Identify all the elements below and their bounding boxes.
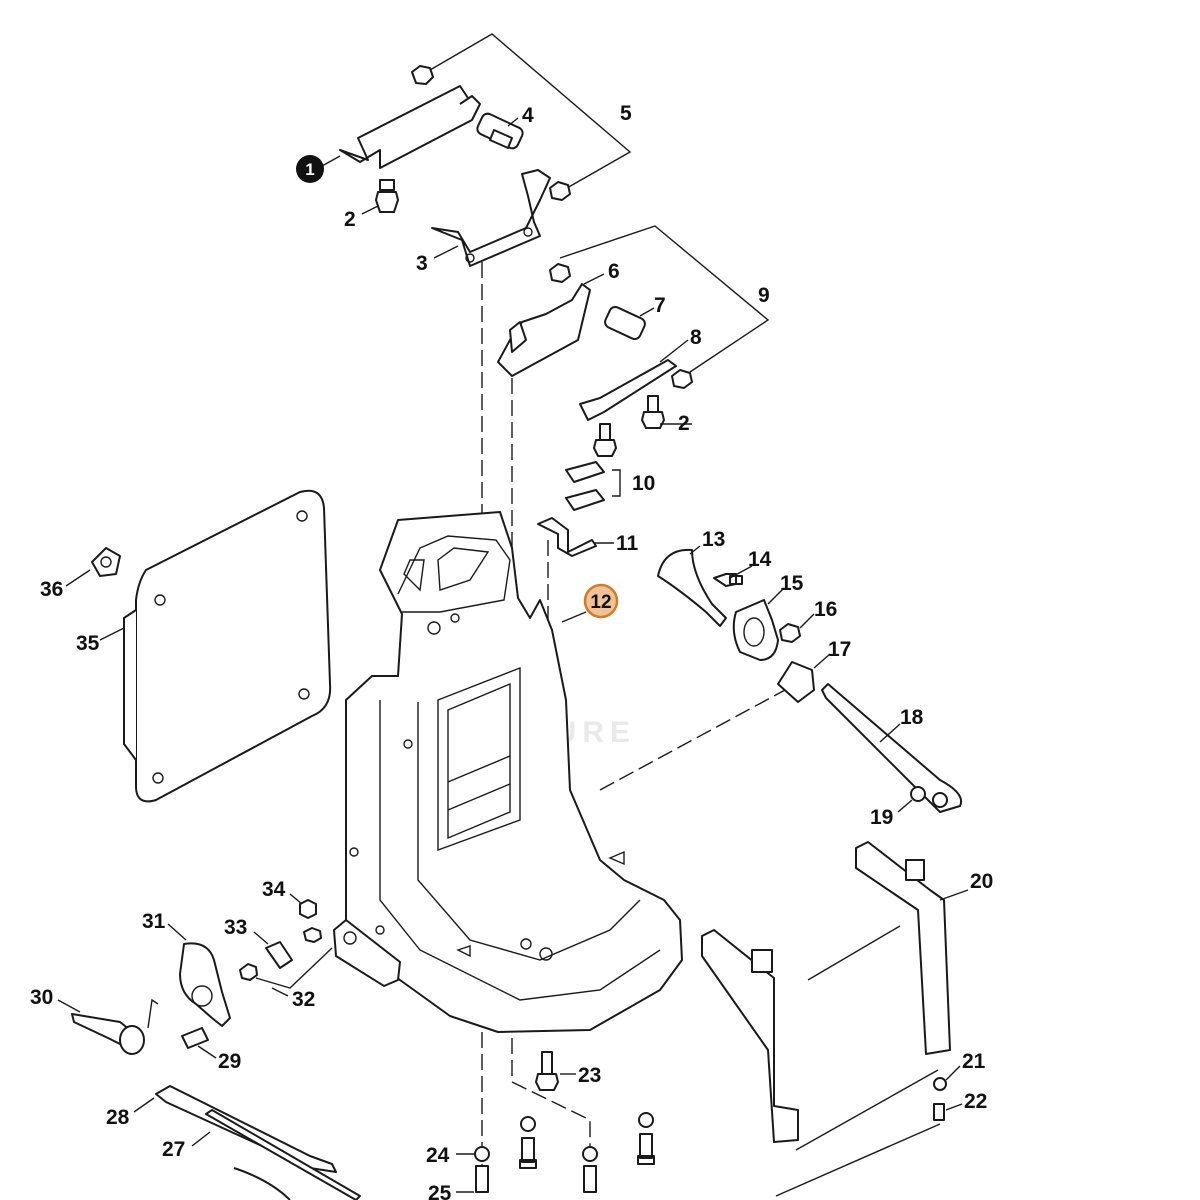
- washer-24a: [474, 1146, 490, 1162]
- callout-30: 30: [30, 986, 53, 1009]
- nut-32a: [239, 963, 258, 981]
- bolt-25a: [475, 1165, 489, 1193]
- bolt-29: [181, 1027, 209, 1049]
- callout-32: 32: [292, 988, 315, 1011]
- nut-6: [549, 263, 571, 283]
- bolt-2a: [375, 179, 399, 213]
- callout-15: 15: [780, 572, 804, 595]
- callout-22: 22: [964, 1090, 987, 1113]
- bolt-2b-right: [641, 395, 665, 429]
- clip-33: [265, 941, 293, 969]
- callout-20: 20: [970, 870, 993, 893]
- nut-32b: [303, 927, 322, 943]
- nut-8: [671, 369, 693, 389]
- callout-34: 34: [262, 878, 286, 901]
- callout-19: 19: [870, 806, 893, 829]
- leader-lines: [57, 117, 969, 1193]
- top-bracket-group: [339, 33, 632, 267]
- callout-13: 13: [702, 528, 725, 551]
- callout-11: 11: [616, 532, 639, 555]
- frame-12: [345, 511, 683, 1033]
- callout-9: 9: [758, 284, 770, 307]
- callout-29: 29: [218, 1050, 241, 1073]
- callout-23: 23: [578, 1064, 601, 1087]
- strap-20a: [701, 929, 799, 1143]
- callout-4: 4: [522, 104, 534, 127]
- callout-10: 10: [632, 472, 655, 495]
- callout-16: 16: [814, 598, 837, 621]
- bolt-2b-left: [593, 423, 617, 457]
- bracket-31: [179, 942, 231, 1027]
- callout-7: 7: [654, 294, 666, 317]
- strap-20b: [855, 841, 951, 1055]
- hose-18: [821, 683, 962, 813]
- ring-19b: [932, 792, 948, 808]
- plate-35: [135, 489, 332, 803]
- highlight-callout-12[interactable]: [583, 583, 619, 619]
- funnel-13: [657, 548, 727, 627]
- callout-3: 3: [416, 252, 428, 275]
- callout-31: 31: [142, 910, 166, 933]
- callout-2a: 2: [344, 208, 356, 231]
- bracket-1: [339, 85, 473, 169]
- back-plate-group: [91, 489, 332, 803]
- callout-8: 8: [690, 326, 702, 349]
- flange-15: [732, 599, 779, 661]
- nut-top: [411, 65, 434, 85]
- nut-34: [299, 899, 317, 919]
- callout-17: 17: [828, 638, 851, 661]
- callout-36: 36: [40, 578, 63, 601]
- washer-21: [933, 1077, 947, 1091]
- clip-36: [91, 547, 121, 577]
- callout-18: 18: [900, 706, 924, 729]
- callout-28: 28: [106, 1106, 130, 1129]
- bolt-22: [933, 1103, 945, 1121]
- callout-2b: 2: [678, 412, 690, 435]
- clip-11: [537, 517, 597, 557]
- main-frame: [333, 511, 683, 1033]
- plate-8: [579, 359, 677, 421]
- bolt-23: [535, 1051, 559, 1091]
- nozzle-17: [777, 661, 815, 703]
- rubber-10b: [565, 489, 605, 511]
- callout-21: 21: [962, 1050, 986, 1073]
- bolt-14: [713, 573, 743, 587]
- nut-5: [549, 181, 571, 201]
- callout-25: 25: [428, 1182, 452, 1200]
- lower-bolts-group: [474, 1051, 655, 1193]
- highlight-callout-12-label: 12: [590, 592, 611, 613]
- strap-group: [701, 841, 951, 1197]
- callout-14: 14: [748, 548, 772, 571]
- nut-16: [779, 623, 801, 643]
- callout-labels: 1 2 3 4 5 6 7 8 9 2 10 11 13 14 15 16 17…: [30, 102, 993, 1200]
- callout-5: 5: [620, 102, 632, 125]
- grommet-group: [537, 461, 621, 557]
- callout-33: 33: [224, 916, 247, 939]
- mid-bracket-group: [497, 225, 770, 457]
- callout-35: 35: [76, 632, 100, 655]
- ring-19a: [910, 786, 926, 802]
- marker-1-label: 1: [305, 160, 314, 179]
- callout-27: 27: [162, 1138, 185, 1161]
- fitting-7: [604, 305, 646, 341]
- marker-1: [296, 155, 324, 183]
- callout-6: 6: [608, 260, 620, 283]
- right-fittings-group: [657, 548, 962, 813]
- bracket-3: [431, 169, 551, 267]
- cable-27: [205, 1109, 361, 1200]
- lower-left-group: [71, 899, 361, 1200]
- rubber-10a: [565, 461, 605, 483]
- callout-24: 24: [426, 1144, 450, 1167]
